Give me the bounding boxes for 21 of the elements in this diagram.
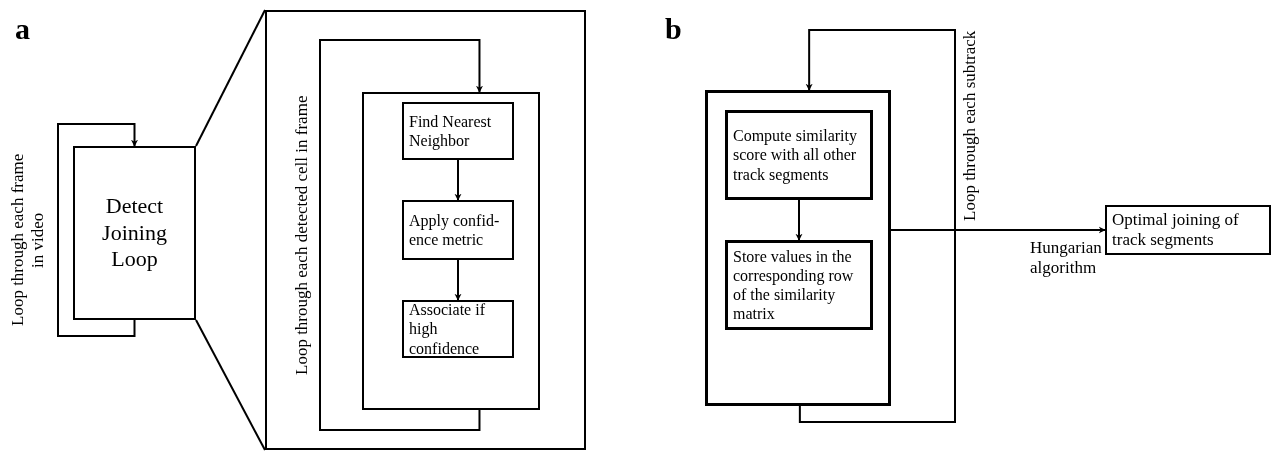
arrow <box>890 226 1106 234</box>
arrow <box>319 39 483 431</box>
zoom-line <box>195 319 266 451</box>
loop-box <box>362 92 540 410</box>
process-box: Store values in the corresponding row of the similarity matrix <box>725 240 873 330</box>
process-box: Associate if high confidence <box>402 300 514 358</box>
arrow <box>57 123 138 337</box>
arrow <box>798 29 956 423</box>
process-box: Compute similarity score with all other track segments <box>725 110 873 200</box>
zoom-panel <box>265 10 586 450</box>
panel-letter: b <box>665 12 682 46</box>
arrow <box>454 259 462 301</box>
arrow <box>795 199 803 241</box>
process-box: Find Nearest Neighbor <box>402 102 514 160</box>
loop-box <box>705 90 891 406</box>
process-box: Optimal joining of track segments <box>1105 205 1271 255</box>
zoom-line <box>195 9 266 147</box>
arrow <box>454 159 462 201</box>
process-box: Detect Joining Loop <box>73 146 196 320</box>
process-box: Apply confid- ence metric <box>402 200 514 260</box>
panel-letter: a <box>15 12 30 46</box>
